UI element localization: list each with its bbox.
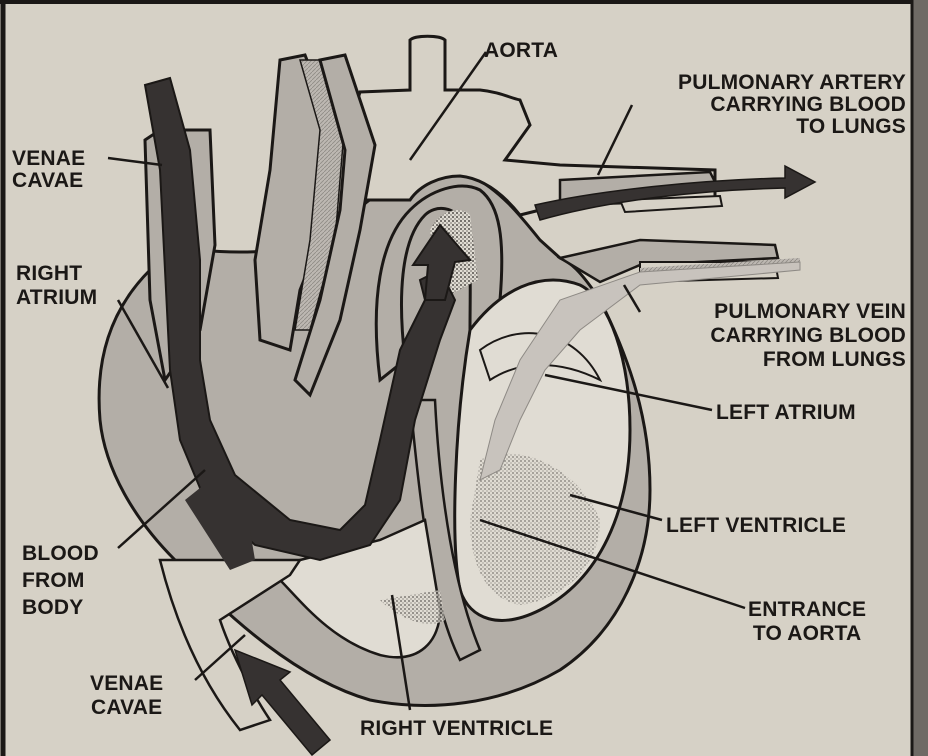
label-blood-from-body: BLOOD FROM BODY (22, 540, 99, 621)
label-venae-cavae-bottom: VENAE CAVAE (90, 672, 163, 720)
label-right-ventricle: RIGHT VENTRICLE (360, 718, 553, 739)
label-pulmonary-artery: PULMONARY ARTERY CARRYING BLOOD TO LUNGS (678, 72, 906, 138)
label-entrance-to-aorta: ENTRANCE TO AORTA (748, 598, 866, 646)
label-right-atrium: RIGHT ATRIUM (16, 262, 97, 310)
label-aorta: AORTA (484, 40, 558, 61)
label-left-atrium: LEFT ATRIUM (716, 402, 856, 423)
label-pulmonary-vein: PULMONARY VEIN CARRYING BLOOD FROM LUNGS (710, 300, 906, 372)
label-venae-cavae-top: VENAE CAVAE (12, 148, 85, 192)
label-left-ventricle: LEFT VENTRICLE (666, 515, 846, 536)
